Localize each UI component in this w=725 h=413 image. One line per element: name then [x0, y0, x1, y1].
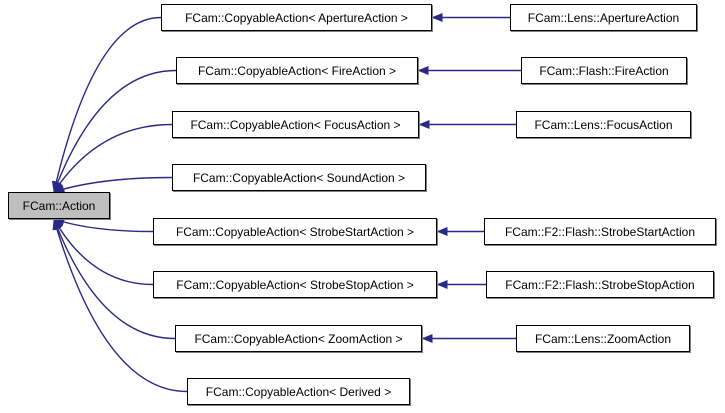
- class-node-label: FCam::CopyableAction< FocusAction >: [190, 117, 401, 132]
- class-node[interactable]: FCam::F2::Flash::StrobeStartAction: [484, 218, 716, 245]
- inheritance-edge: [53, 69, 177, 193]
- inheritance-edge: [51, 16, 162, 193]
- class-node-label: FCam::Lens::FocusAction: [534, 117, 673, 132]
- class-node[interactable]: FCam::CopyableAction< FocusAction >: [172, 111, 419, 138]
- class-node[interactable]: FCam::CopyableAction< StrobeStopAction >: [153, 271, 437, 298]
- class-node-label: FCam::CopyableAction< SoundAction >: [192, 170, 406, 185]
- class-node-label: FCam::CopyableAction< FireAction >: [197, 63, 397, 78]
- inheritance-edge: [53, 123, 173, 193]
- inheritance-edge: [53, 218, 154, 233]
- class-node-label: FCam::Action: [22, 198, 96, 213]
- class-node-label: FCam::F2::Flash::StrobeStopAction: [505, 277, 695, 292]
- class-node-label: FCam::F2::Flash::StrobeStartAction: [504, 224, 696, 239]
- inheritance-edge: [53, 176, 173, 194]
- class-node[interactable]: FCam::Flash::FireAction: [521, 57, 687, 84]
- class-node[interactable]: FCam::CopyableAction< Derived >: [187, 378, 410, 405]
- class-node[interactable]: FCam::CopyableAction< FireAction >: [176, 57, 418, 84]
- class-node-label: FCam::Lens::ApertureAction: [527, 10, 680, 25]
- class-node[interactable]: FCam::CopyableAction< ZoomAction >: [175, 325, 422, 352]
- class-node[interactable]: FCam::CopyableAction< StrobeStartAction …: [153, 218, 437, 245]
- class-node-label: FCam::CopyableAction< Derived >: [205, 384, 392, 399]
- class-node-label: FCam::CopyableAction< StrobeStopAction >: [176, 277, 414, 292]
- class-node[interactable]: FCam::F2::Flash::StrobeStopAction: [486, 271, 714, 298]
- class-node-label: FCam::CopyableAction< StrobeStartAction …: [175, 224, 415, 239]
- inheritance-edge: [53, 218, 154, 286]
- class-node[interactable]: FCam::CopyableAction< SoundAction >: [172, 164, 426, 191]
- class-node[interactable]: FCam::Lens::FocusAction: [516, 111, 691, 138]
- class-node[interactable]: FCam::Lens::ZoomAction: [516, 325, 690, 352]
- class-node[interactable]: FCam::Lens::ApertureAction: [510, 4, 697, 31]
- class-node[interactable]: FCam::CopyableAction< ApertureAction >: [161, 4, 432, 31]
- class-node-label: FCam::CopyableAction< ApertureAction >: [185, 10, 408, 25]
- class-node-label: FCam::Flash::FireAction: [539, 63, 669, 78]
- class-node-label: FCam::CopyableAction< ZoomAction >: [194, 331, 403, 346]
- class-node-root[interactable]: FCam::Action: [8, 192, 110, 219]
- class-node-label: FCam::Lens::ZoomAction: [534, 331, 672, 346]
